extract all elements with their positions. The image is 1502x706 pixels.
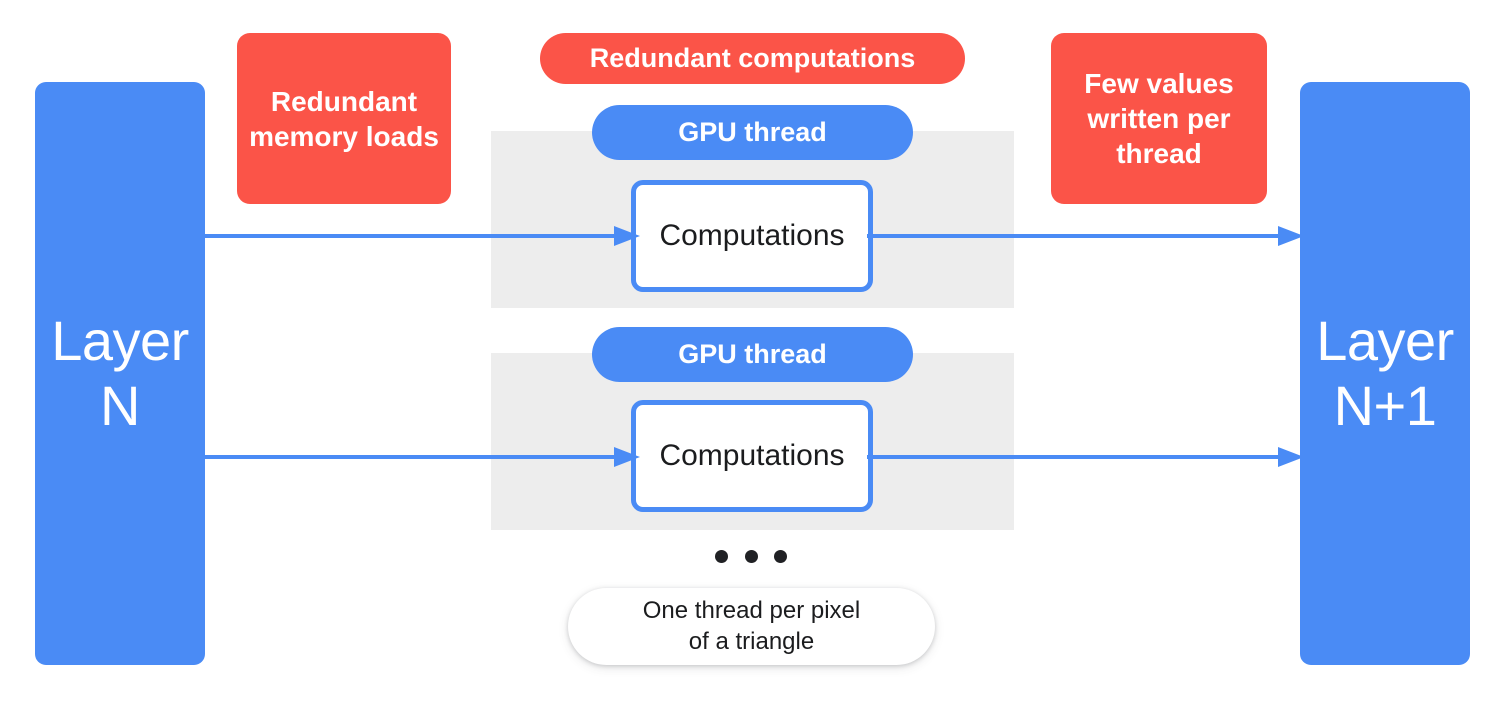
callout-redundant-computations: Redundant computations: [540, 33, 965, 84]
caption-line2: of a triangle: [688, 627, 815, 655]
callout-few-values-written-per-thread: Few values written per thread: [1051, 33, 1267, 204]
gpu-thread-pill-2-label: GPU thread: [678, 339, 827, 369]
layer-n-label-line1: Layer: [51, 309, 189, 373]
arrow-layer-n-to-thread-1: [205, 226, 640, 246]
computations-box-1: Computations: [631, 180, 873, 292]
callout-redundant-computations-label: Redundant computations: [589, 42, 916, 73]
caption-one-thread-per-pixel: One thread per pixel of a triangle: [568, 588, 935, 665]
callout-redundant-memory-loads: Redundant memory loads: [237, 33, 451, 204]
arrow-thread-2-to-layer-n-plus-1: [867, 447, 1304, 467]
callout-few-values-written-per-thread-label: Few values written per thread: [1084, 68, 1234, 169]
ellipsis-dot-1: [715, 549, 728, 563]
layer-n-plus-1-label-line1: Layer: [1316, 309, 1454, 373]
ellipsis-dot-3: [774, 549, 787, 563]
layer-n-label-line2: N: [100, 373, 140, 437]
computations-box-1-label: Computations: [659, 219, 845, 252]
arrow-thread-1-to-layer-n-plus-1: [867, 226, 1304, 246]
callout-redundant-memory-loads-label: Redundant memory loads: [249, 85, 439, 152]
gpu-thread-pill-1: GPU thread: [592, 105, 913, 160]
layer-n-plus-1-label-line2: N+1: [1333, 373, 1437, 437]
ellipsis-dot-2: [744, 549, 758, 563]
computations-box-2: Computations: [631, 400, 873, 512]
computations-box-2-label: Computations: [659, 439, 845, 472]
gpu-thread-pill-1-label: GPU thread: [678, 117, 827, 147]
caption-line1: One thread per pixel: [642, 596, 861, 624]
arrow-layer-n-to-thread-2: [205, 447, 640, 467]
caption-text: One thread per pixel of a triangle: [643, 596, 860, 657]
more-threads-ellipsis-icon: [715, 548, 787, 564]
gpu-thread-pill-2: GPU thread: [592, 327, 913, 382]
